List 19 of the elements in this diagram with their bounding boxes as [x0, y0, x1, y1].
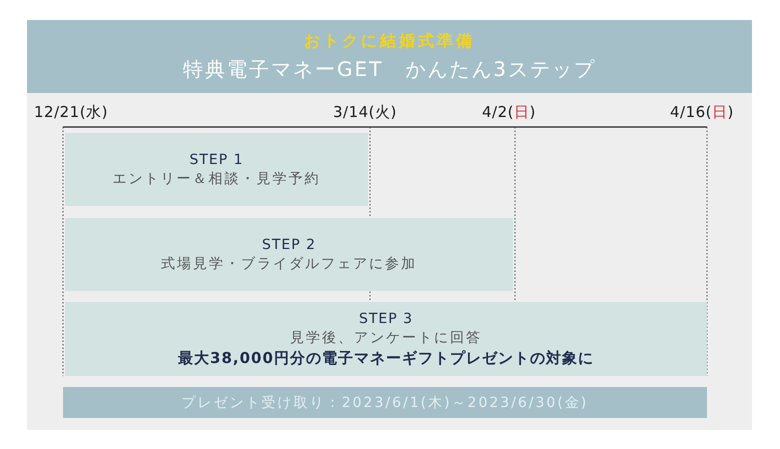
- step-description: エントリー＆相談・見学予約: [112, 170, 320, 188]
- step-box: [65, 302, 707, 376]
- date-label: 12/21(水): [34, 103, 108, 122]
- step-label: STEP 1: [189, 152, 244, 168]
- subtitle-text: おトクに結婚式準備: [304, 30, 475, 52]
- date-label: 4/16(日): [670, 103, 734, 122]
- header-banner: [27, 20, 752, 93]
- step-box: [65, 133, 368, 206]
- step-box: [65, 218, 513, 291]
- date-label: 3/14(火): [333, 103, 397, 122]
- step-description: 式場見学・ブライダルフェアに参加: [161, 254, 417, 272]
- reward-text: 最大38,000円分の電子マネーギフトプレゼントの対象に: [178, 348, 594, 368]
- step-label: STEP 2: [262, 236, 316, 252]
- date-label: 4/2(日): [482, 103, 536, 122]
- title-text: 特典電子マネーGET かんたん3ステップ: [182, 56, 596, 82]
- period-banner: [63, 387, 707, 418]
- period-text: プレゼント受け取り：2023/6/1(木)～2023/6/30(金): [182, 394, 588, 412]
- step-description: 見学後、アンケートに回答: [290, 328, 482, 346]
- step-label: STEP 3: [358, 310, 414, 326]
